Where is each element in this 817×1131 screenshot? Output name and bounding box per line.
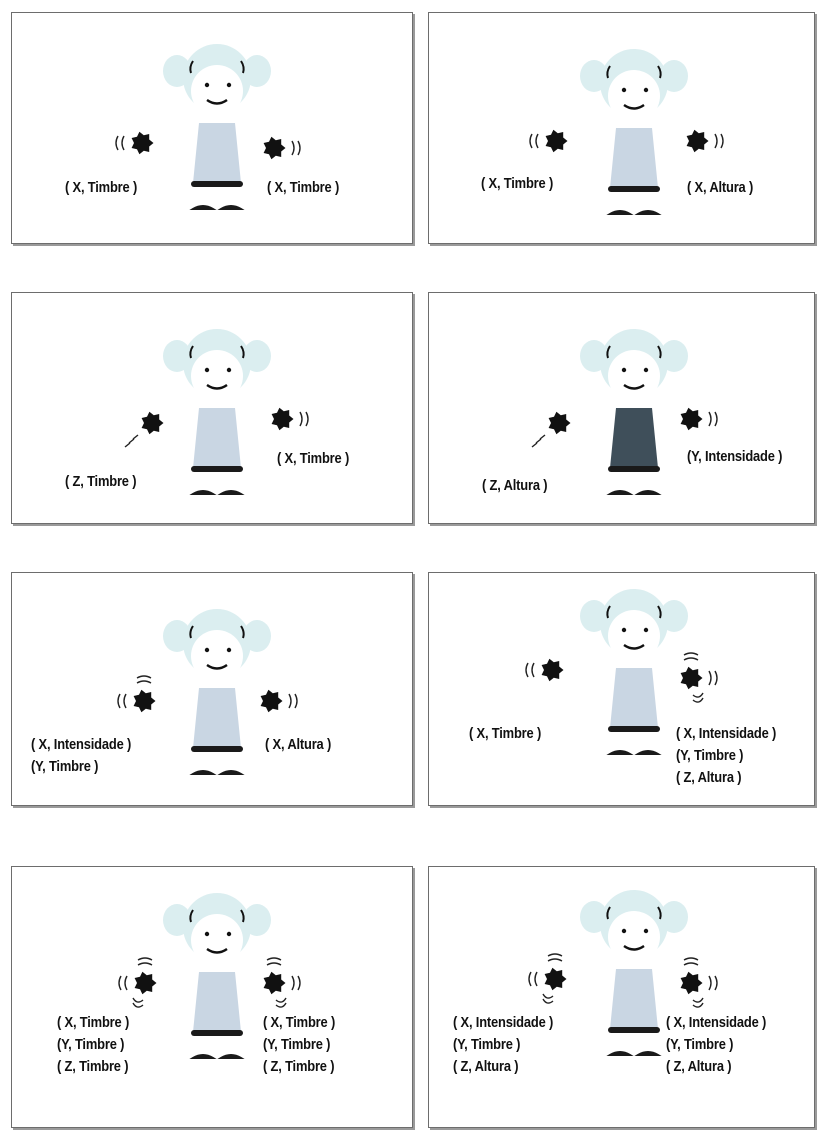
diagram-panel-2: ( X, Timbre ) ( X, Altura ): [428, 12, 815, 244]
right-hand-label: ( Z, Timbre ): [263, 1058, 334, 1075]
left-hand-label: ( Z, Timbre ): [65, 473, 136, 490]
hand-icon: [135, 972, 157, 994]
diagram-panel-6: ( X, Timbre ) ( X, Intensidade ) (Y, Timbr…: [428, 572, 815, 806]
hand-icon: [134, 690, 156, 712]
motion-lines-icon: [709, 412, 717, 426]
motion-lines-icon: [715, 134, 723, 148]
right-hand-label: ( X, Timbre ): [267, 179, 339, 196]
right-hand-label: ( X, Altura ): [265, 736, 331, 753]
left-hand-label: ( X, Timbre ): [481, 175, 553, 192]
motion-lines-icon: [532, 435, 545, 447]
left-hand-label: ( X, Timbre ): [469, 725, 541, 742]
right-hand-label: ( X, Intensidade ): [676, 725, 776, 742]
motion-lines-icon: [116, 136, 124, 150]
diagram-panel-5: ( X, Intensidade ) (Y, Timbre ) ( X, Altur…: [11, 572, 413, 806]
hand-icon: [261, 690, 283, 712]
diagram-panel-7: ( X, Timbre ) (Y, Timbre ) ( Z, Timbre ) ( …: [11, 866, 413, 1128]
right-hand-label: ( Z, Altura ): [666, 1058, 731, 1075]
hand-icon: [549, 412, 571, 434]
hand-icon: [542, 659, 564, 681]
left-hand-label: (Y, Timbre ): [31, 758, 98, 775]
left-hand-label: (Y, Timbre ): [57, 1036, 124, 1053]
motion-lines-icon: [292, 141, 300, 155]
motion-lines-icon: [125, 435, 138, 447]
panel-illustration: [12, 13, 412, 243]
motion-lines-icon: [289, 694, 297, 708]
motion-lines-icon: [300, 412, 308, 426]
girl-figure: [163, 893, 271, 1058]
hand-icon: [272, 408, 294, 430]
girl-figure: [580, 49, 688, 214]
left-hand-label: ( Z, Altura ): [453, 1058, 518, 1075]
right-hand-label: ( Z, Altura ): [676, 769, 741, 786]
left-hand-label: ( X, Timbre ): [65, 179, 137, 196]
motion-lines-icon: [530, 134, 538, 148]
right-hand-label: (Y, Timbre ): [263, 1036, 330, 1053]
diagram-panel-1: ( X, Timbre ) ( X, Timbre ): [11, 12, 413, 244]
hand-icon: [681, 667, 703, 689]
right-hand-label: ( X, Intensidade ): [666, 1014, 766, 1031]
left-hand-label: ( Z, Altura ): [482, 477, 547, 494]
hand-icon: [681, 972, 703, 994]
right-hand-label: (Y, Timbre ): [676, 747, 743, 764]
panel-illustration: [12, 867, 412, 1127]
hand-icon: [687, 130, 709, 152]
left-hand-label: ( X, Timbre ): [57, 1014, 129, 1031]
right-hand-label: (Y, Timbre ): [666, 1036, 733, 1053]
hand-icon: [546, 130, 568, 152]
hand-icon: [264, 137, 286, 159]
hand-icon: [264, 972, 286, 994]
diagram-panel-3: ( Z, Timbre ) ( X, Timbre ): [11, 292, 413, 524]
left-hand-label: ( Z, Timbre ): [57, 1058, 128, 1075]
girl-figure: [163, 329, 271, 494]
right-hand-label: ( X, Altura ): [687, 179, 753, 196]
left-hand-label: (Y, Timbre ): [453, 1036, 520, 1053]
girl-figure: [580, 329, 688, 494]
motion-lines-icon: [526, 663, 534, 677]
girl-figure: [163, 609, 271, 774]
left-hand-label: ( X, Intensidade ): [453, 1014, 553, 1031]
girl-figure: [163, 44, 271, 209]
girl-figure: [580, 589, 688, 754]
right-hand-label: ( X, Timbre ): [277, 450, 349, 467]
panel-illustration: [429, 573, 815, 805]
panel-illustration: [429, 13, 815, 243]
diagram-panel-4: ( Z, Altura ) (Y, Intensidade ): [428, 292, 815, 524]
diagram-panel-8: ( X, Intensidade ) (Y, Timbre ) ( Z, Altur…: [428, 866, 815, 1128]
panel-illustration: [429, 867, 815, 1127]
right-hand-label: (Y, Intensidade ): [687, 448, 782, 465]
hand-icon: [132, 132, 154, 154]
hand-icon: [545, 968, 567, 990]
right-hand-label: ( X, Timbre ): [263, 1014, 335, 1031]
hand-icon: [681, 408, 703, 430]
hand-icon: [142, 412, 164, 434]
left-hand-label: ( X, Intensidade ): [31, 736, 131, 753]
